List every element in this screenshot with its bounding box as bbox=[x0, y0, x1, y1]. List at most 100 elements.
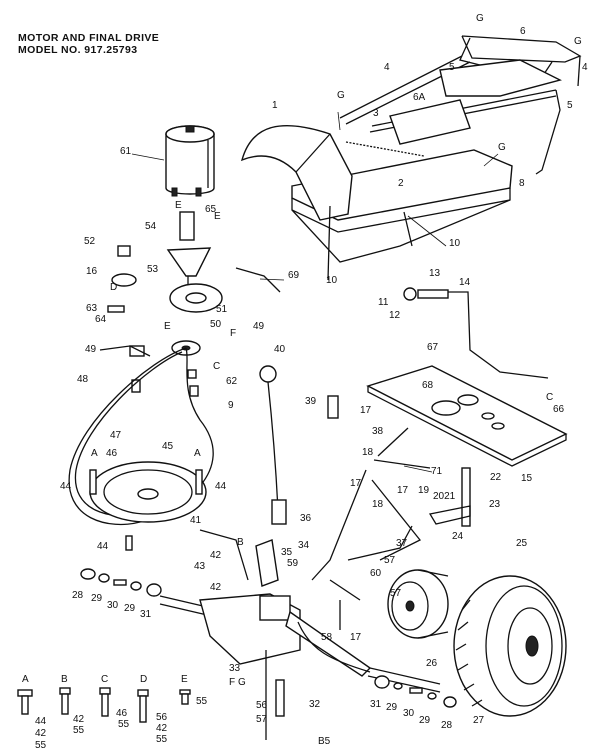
part-callout: 30 bbox=[403, 708, 415, 719]
legend-ref-number: 55 bbox=[118, 719, 130, 730]
part-callout: F bbox=[229, 677, 235, 688]
part-callout: 38 bbox=[372, 426, 384, 437]
part-callout: 40 bbox=[274, 344, 286, 355]
tire bbox=[453, 575, 567, 717]
legend-ref-number: 56 bbox=[256, 700, 268, 711]
part-callout: C bbox=[546, 392, 553, 403]
hardware-row-right bbox=[374, 675, 457, 708]
part-callout: 23 bbox=[489, 499, 501, 510]
legend-letter: E bbox=[181, 674, 188, 685]
part-callout: G bbox=[498, 142, 506, 153]
part-callout: 22 bbox=[490, 472, 502, 483]
part-callout: 46 bbox=[106, 448, 118, 459]
part-callout: 4 bbox=[384, 62, 390, 73]
legend-ref-number: 55 bbox=[156, 734, 168, 745]
legend-ref-number: 55 bbox=[73, 725, 85, 736]
part-callout: 32 bbox=[309, 699, 321, 710]
part-callout: 16 bbox=[86, 266, 98, 277]
page-number: B5 bbox=[318, 736, 331, 747]
large-pulley bbox=[89, 461, 207, 551]
part-callout: 3 bbox=[373, 108, 379, 119]
part-callout: 34 bbox=[298, 540, 310, 551]
part-callout: 64 bbox=[95, 314, 107, 325]
part-callout: 28 bbox=[441, 720, 453, 731]
part-callout: B bbox=[237, 537, 244, 548]
legend-ref-number: 42 bbox=[73, 714, 85, 725]
part-callout: 54 bbox=[145, 221, 157, 232]
part-callout: 28 bbox=[72, 590, 84, 601]
part-callout: C bbox=[213, 361, 220, 372]
mounting-plate bbox=[366, 365, 568, 527]
part-callout: E bbox=[214, 211, 221, 222]
part-callout: 15 bbox=[521, 473, 533, 484]
part-callout: 29 bbox=[386, 702, 398, 713]
part-callout: 71 bbox=[431, 466, 443, 477]
shift-lever bbox=[199, 365, 287, 587]
part-callout: 68 bbox=[422, 380, 434, 391]
part-callout: 42 bbox=[210, 550, 222, 561]
part-callout: 57 bbox=[384, 555, 396, 566]
part-callout: 9 bbox=[228, 400, 234, 411]
transaxle bbox=[159, 593, 441, 693]
part-callout: 50 bbox=[210, 319, 222, 330]
hardware-legend bbox=[17, 687, 191, 723]
clutch-rod bbox=[403, 287, 549, 379]
part-callout: E bbox=[175, 200, 182, 211]
frame-assembly bbox=[240, 35, 582, 281]
part-callout: 33 bbox=[229, 663, 241, 674]
part-callout: 5 bbox=[449, 62, 455, 73]
part-callout: 6A bbox=[413, 92, 426, 103]
left-small-parts bbox=[99, 245, 199, 397]
part-callout: 30 bbox=[107, 600, 119, 611]
part-callout: 48 bbox=[77, 374, 89, 385]
part-callout: 66 bbox=[553, 404, 565, 415]
part-callout: 31 bbox=[370, 699, 382, 710]
legend-letter: A bbox=[22, 674, 29, 685]
part-callout: 17 bbox=[350, 478, 362, 489]
part-callout: 36 bbox=[300, 513, 312, 524]
part-callout: 62 bbox=[226, 376, 238, 387]
part-callout: G bbox=[476, 13, 484, 24]
part-callout: 69 bbox=[288, 270, 300, 281]
legend-ref-number: 42 bbox=[35, 728, 47, 739]
part-callout: 31 bbox=[140, 609, 152, 620]
part-callout: 65 bbox=[205, 204, 217, 215]
part-callout: 24 bbox=[452, 531, 464, 542]
part-callout: 1 bbox=[272, 100, 278, 111]
hardware-row-left bbox=[80, 568, 162, 597]
legend-ref-number: 57 bbox=[256, 714, 268, 725]
part-callout: 47 bbox=[110, 430, 122, 441]
legend-letter: D bbox=[140, 674, 147, 685]
linkage-rods bbox=[311, 395, 433, 630]
part-callout: 43 bbox=[194, 561, 206, 572]
part-callout: 59 bbox=[287, 558, 299, 569]
motor bbox=[131, 125, 215, 197]
part-callout: 44 bbox=[215, 481, 227, 492]
diagram-title: MOTOR AND FINAL DRIVE bbox=[18, 32, 160, 44]
part-callout: 6 bbox=[520, 26, 526, 37]
legend-letter: B bbox=[61, 674, 68, 685]
hood-cover bbox=[240, 124, 353, 221]
part-callout: G bbox=[574, 36, 582, 47]
part-callout: 19 bbox=[418, 485, 430, 496]
legend-ref-number: 55 bbox=[196, 696, 208, 707]
part-callout: 12 bbox=[389, 310, 401, 321]
part-callout: A bbox=[91, 448, 98, 459]
part-callout: 18 bbox=[362, 447, 374, 458]
part-callout: 10 bbox=[449, 238, 461, 249]
part-callout: 49 bbox=[85, 344, 97, 355]
part-callout: 17 bbox=[350, 632, 362, 643]
part-callout: G bbox=[337, 90, 345, 101]
part-callout: 41 bbox=[190, 515, 202, 526]
part-callout: 61 bbox=[120, 146, 132, 157]
part-callout: 29 bbox=[419, 715, 431, 726]
part-callout: G bbox=[238, 677, 246, 688]
part-callout: 17 bbox=[360, 405, 372, 416]
part-callout: 5 bbox=[567, 100, 573, 111]
part-callout: 10 bbox=[326, 275, 338, 286]
spring-32 bbox=[265, 650, 285, 740]
part-callout: 26 bbox=[426, 658, 438, 669]
part-callout: 51 bbox=[216, 304, 228, 315]
wheel-hub bbox=[387, 569, 449, 639]
